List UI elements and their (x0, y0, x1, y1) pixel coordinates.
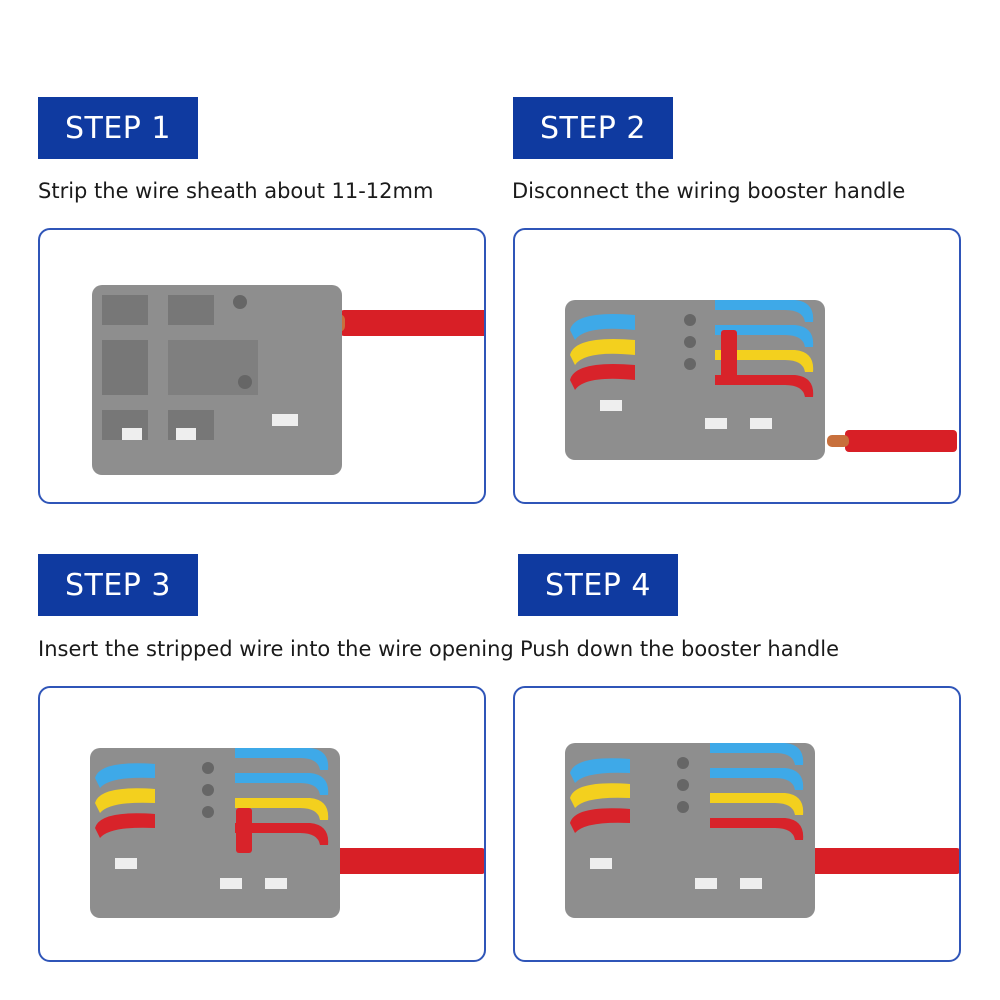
step-4-panel (513, 686, 961, 962)
step-2-caption: Disconnect the wiring booster handle (512, 179, 906, 203)
step-4-illustration (565, 743, 959, 918)
step-4-badge: STEP 4 (518, 554, 678, 616)
step-2-illustration (565, 300, 957, 460)
step-1-badge: STEP 1 (38, 97, 198, 159)
red-wire (340, 310, 484, 336)
step-1-illustration (92, 285, 484, 475)
red-wire (770, 848, 959, 874)
step-3-badge: STEP 3 (38, 554, 198, 616)
raised-lever (236, 808, 252, 853)
step-2-panel (513, 228, 961, 504)
copper-core (827, 435, 849, 447)
raised-lever (721, 330, 737, 385)
step-2-badge: STEP 2 (513, 97, 673, 159)
pressed-lever (710, 818, 804, 840)
red-wire (845, 430, 957, 452)
step-4-caption: Push down the booster handle (520, 637, 840, 661)
step-1-caption: Strip the wire sheath about 11-12mm (38, 179, 434, 203)
step-3-illustration (90, 748, 484, 918)
red-wire (295, 848, 484, 874)
step-1-panel (38, 228, 486, 504)
step-3-panel (38, 686, 486, 962)
step-3-caption: Insert the stripped wire into the wire o… (38, 637, 514, 661)
